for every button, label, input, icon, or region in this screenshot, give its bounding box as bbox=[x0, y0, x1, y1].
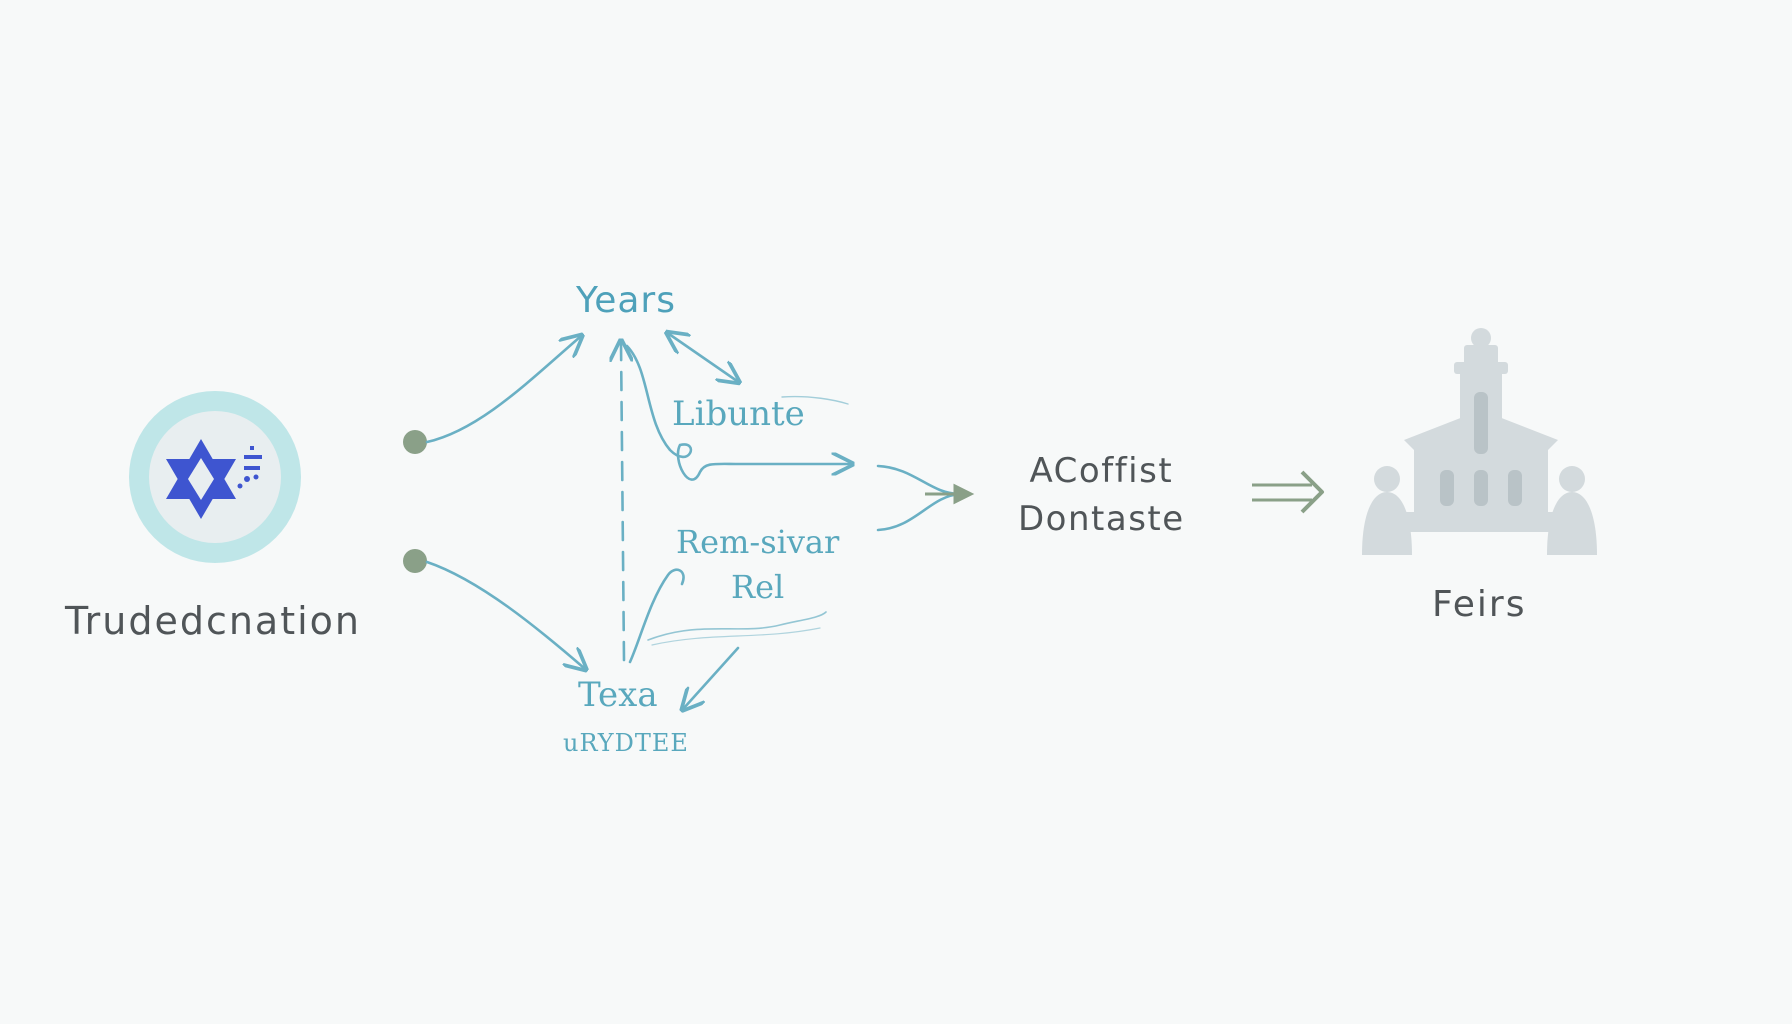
underline-swash-lower-2 bbox=[651, 627, 821, 646]
top-branch-label: Years bbox=[576, 280, 676, 321]
center-node-label-line2: Dontaste bbox=[1018, 498, 1185, 539]
middle-lower-label-line2: Rel bbox=[731, 567, 785, 606]
center-node-label: ACoffist Dontaste bbox=[1018, 448, 1185, 543]
bottom-branch-label: Texa bbox=[578, 675, 658, 715]
star-of-david-icon bbox=[166, 439, 262, 519]
bottom-branch-sublabel: uRYDTEE bbox=[563, 729, 689, 757]
curl-line-lower bbox=[628, 568, 685, 664]
middle-upper-label: Libunte bbox=[672, 394, 805, 434]
middle-lower-label-line1: Rem-sivar bbox=[676, 523, 840, 561]
underline-swash-lower bbox=[647, 611, 827, 641]
dashed-vertical-arrow bbox=[621, 343, 624, 662]
merge-line-lower bbox=[876, 492, 962, 532]
merge-line-upper bbox=[876, 464, 962, 496]
flow-line-to-top bbox=[425, 337, 580, 444]
double-arrow-to-end bbox=[1252, 470, 1324, 514]
upper-node-dot bbox=[403, 430, 427, 454]
center-node-label-line1: ACoffist bbox=[1029, 451, 1174, 491]
diagonal-arrow-bottom bbox=[684, 646, 740, 708]
flow-line-to-bottom bbox=[425, 560, 584, 668]
end-node-label: Feirs bbox=[1432, 584, 1527, 625]
start-node-icon bbox=[129, 391, 301, 563]
temple-icon bbox=[1362, 328, 1597, 555]
start-node-label: Trudedcnation bbox=[65, 599, 362, 643]
underline-swash-top bbox=[781, 395, 849, 405]
middle-lower-label: Rem-sivar Rel bbox=[676, 520, 839, 610]
double-arrow-top bbox=[669, 334, 737, 381]
curl-arrow-middle bbox=[625, 344, 850, 481]
lower-node-dot bbox=[403, 549, 427, 573]
